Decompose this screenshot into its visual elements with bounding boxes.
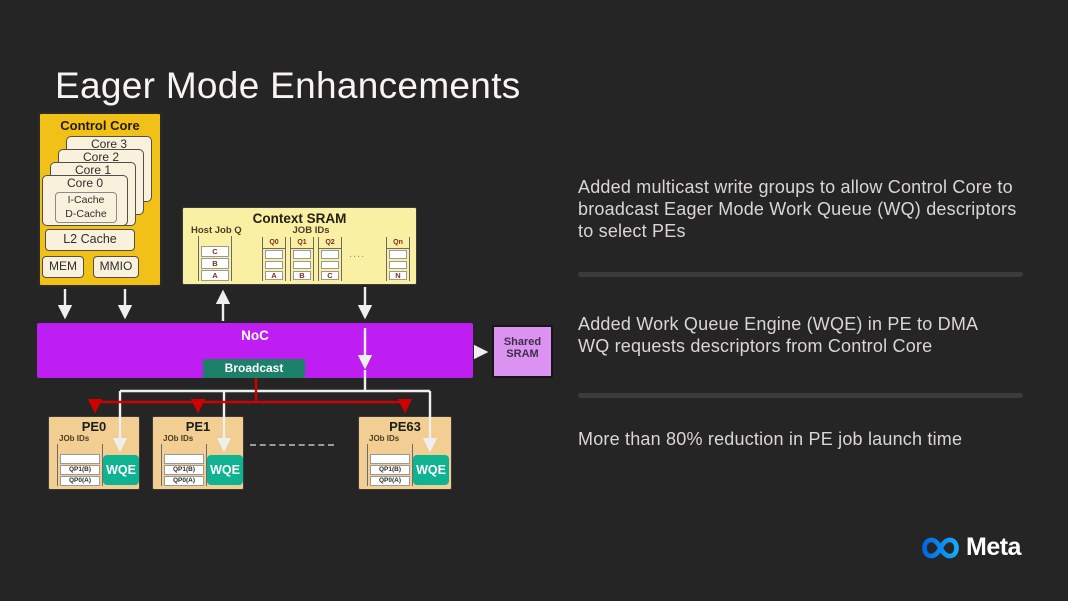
host-job-q-label: Host Job Q — [191, 225, 242, 236]
host-cell: A — [201, 270, 229, 281]
host-cell: B — [201, 258, 229, 269]
queue-cell-empty — [293, 250, 311, 259]
meta-wordmark: Meta — [966, 533, 1021, 561]
mem-box: MEM — [42, 256, 84, 278]
pe1-title: PE1 — [185, 419, 211, 434]
red-broadcast-arrows — [87, 378, 413, 414]
queue-cell-empty — [321, 250, 339, 259]
pe63-title: PE63 — [389, 419, 421, 434]
queue-q0: Q0 A — [262, 237, 286, 281]
queue-q0-name: Q0 — [263, 237, 285, 249]
context-sram-box: Context SRAM Host Job Q C B A JOB IDs Q0… — [182, 207, 417, 285]
pe63-job-stack: QP1(B) QP0(A) — [367, 444, 413, 486]
queue-qn-name: Qn — [387, 237, 409, 249]
divider — [578, 393, 1023, 398]
job-ids-label: JOB IDs — [292, 225, 330, 236]
pe-cell-empty — [164, 454, 204, 464]
queue-q1-name: Q1 — [291, 237, 313, 249]
divider — [578, 272, 1023, 277]
pe0-job-ids-label: JOb IDs — [59, 434, 90, 443]
pe0-title: PE0 — [81, 419, 107, 434]
pe-cell-empty — [60, 454, 100, 464]
pe0-job-stack: QP1(B) QP0(A) — [57, 444, 103, 486]
bullet-reduction: More than 80% reduction in PE job launch… — [578, 429, 963, 449]
bullet-wqe: Added Work Queue Engine (WQE) in PE to D… — [578, 314, 978, 356]
bullet-multicast: Added multicast write groups to allow Co… — [578, 177, 1017, 241]
pe63-cell-qp0: QP0(A) — [370, 476, 410, 486]
queue-q0-tail: A — [265, 271, 283, 280]
queue-q2-tail: C — [321, 271, 339, 280]
queue-q1: Q1 B — [290, 237, 314, 281]
pe1-cell-qp0: QP0(A) — [164, 476, 204, 486]
pe63-cell-qp1: QP1(B) — [370, 465, 410, 475]
pe-continuation-dashes — [250, 444, 334, 446]
queue-ellipsis: .... — [349, 248, 366, 260]
pe1-box: PE1 JOb IDs QP1(B) QP0(A) WQE — [152, 416, 244, 490]
core-2-label: Core 2 — [82, 150, 120, 164]
meta-infinity-icon — [922, 537, 959, 558]
core0-caches-box: I-Cache D-Cache — [55, 192, 117, 223]
queue-cell-empty — [265, 260, 283, 269]
broadcast-box: Broadcast — [203, 359, 305, 378]
pe0-cell-qp1: QP1(B) — [60, 465, 100, 475]
queue-q1-tail: B — [293, 271, 311, 280]
queue-cell-empty — [389, 250, 407, 259]
queue-q2: Q2 C — [318, 237, 342, 281]
pe1-wqe-box: WQE — [207, 455, 243, 485]
host-job-queue-stack: C B A — [198, 236, 232, 281]
queue-cell-empty — [265, 250, 283, 259]
host-cell: C — [201, 246, 229, 257]
pe0-cell-qp0: QP0(A) — [60, 476, 100, 486]
context-sram-title: Context SRAM — [252, 211, 347, 226]
shared-sram-label-line2: SRAM — [506, 348, 539, 360]
core-0-label: Core 0 — [66, 176, 104, 190]
queue-cell-empty — [321, 260, 339, 269]
pe0-wqe-box: WQE — [103, 455, 139, 485]
queue-q2-name: Q2 — [319, 237, 341, 249]
l2-cache-box: L2 Cache — [45, 229, 135, 251]
icache-label: I-Cache — [67, 194, 105, 206]
dcache-label: D-Cache — [65, 208, 107, 220]
pe1-job-stack: QP1(B) QP0(A) — [161, 444, 207, 486]
pe63-job-ids-label: JOb IDs — [369, 434, 400, 443]
page-title: Eager Mode Enhancements — [55, 64, 521, 106]
queue-cell-empty — [389, 260, 407, 269]
core-1-label: Core 1 — [74, 163, 112, 177]
mmio-box: MMIO — [93, 256, 139, 278]
shared-sram-label-line1: Shared — [503, 336, 542, 348]
pe1-cell-qp1: QP1(B) — [164, 465, 204, 475]
meta-logo: Meta — [922, 533, 1021, 562]
pe63-box: PE63 JOb IDs QP1(B) QP0(A) WQE — [358, 416, 452, 490]
pe63-wqe-box: WQE — [413, 455, 449, 485]
pe1-job-ids-label: JOb IDs — [163, 434, 194, 443]
core-3-label: Core 3 — [90, 137, 128, 151]
queue-qn: Qn N — [386, 237, 410, 281]
noc-label: NoC — [241, 328, 269, 343]
queue-cell-empty — [293, 260, 311, 269]
control-core-title: Control Core — [60, 118, 140, 133]
queue-qn-tail: N — [389, 271, 407, 280]
pe-cell-empty — [370, 454, 410, 464]
pe0-box: PE0 JOb IDs QP1(B) QP0(A) WQE — [48, 416, 140, 490]
shared-sram-box: Shared SRAM — [492, 325, 553, 378]
